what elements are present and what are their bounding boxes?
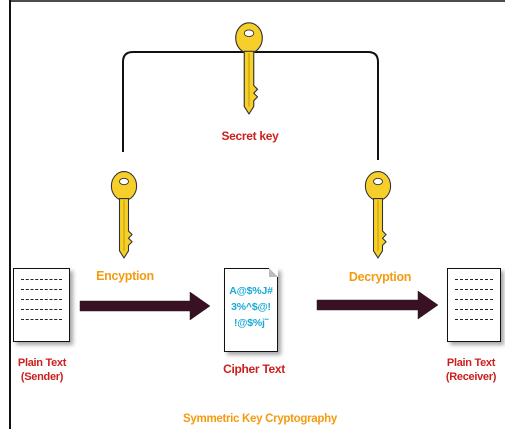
encryption-arrow-icon xyxy=(79,291,211,321)
plain-text-receiver-label-line1: Plain Text xyxy=(446,357,496,369)
plain-text-receiver-label: Plain Text (Receiver) xyxy=(437,356,505,384)
cipher-text-document: A@$%J# 3%^$@! !@$%j˜ xyxy=(224,268,278,352)
decryption-arrow-icon xyxy=(316,290,439,320)
secret-key-icon xyxy=(235,22,263,115)
cipher-text-label: Cipher Text xyxy=(223,362,285,376)
decryption-key-icon xyxy=(364,171,392,259)
encryption-label: Encyption xyxy=(96,269,154,283)
plain-text-sender-label-line2: (Sender) xyxy=(20,371,64,383)
cipher-line-1: A@$%J# xyxy=(229,285,273,297)
diagram-title: Symmetric Key Cryptography xyxy=(183,413,337,425)
encryption-key-icon xyxy=(110,171,138,259)
decryption-label: Decryption xyxy=(348,270,412,284)
plain-text-sender-document xyxy=(13,268,70,342)
secret-key-label: Secret key xyxy=(221,129,279,143)
cipher-line-3: !@$%j˜ xyxy=(233,317,269,329)
plain-text-receiver-document xyxy=(447,268,501,342)
page-fold-icon xyxy=(269,268,278,277)
cipher-line-2: 3%^$@! xyxy=(231,301,271,313)
plain-text-sender-label: Plain Text (Sender) xyxy=(2,356,82,384)
cipher-content: A@$%J# 3%^$@! !@$%j˜ xyxy=(225,283,277,331)
plain-text-sender-label-line1: Plain Text xyxy=(17,357,67,369)
plain-text-receiver-label-line2: (Receiver) xyxy=(445,371,497,383)
